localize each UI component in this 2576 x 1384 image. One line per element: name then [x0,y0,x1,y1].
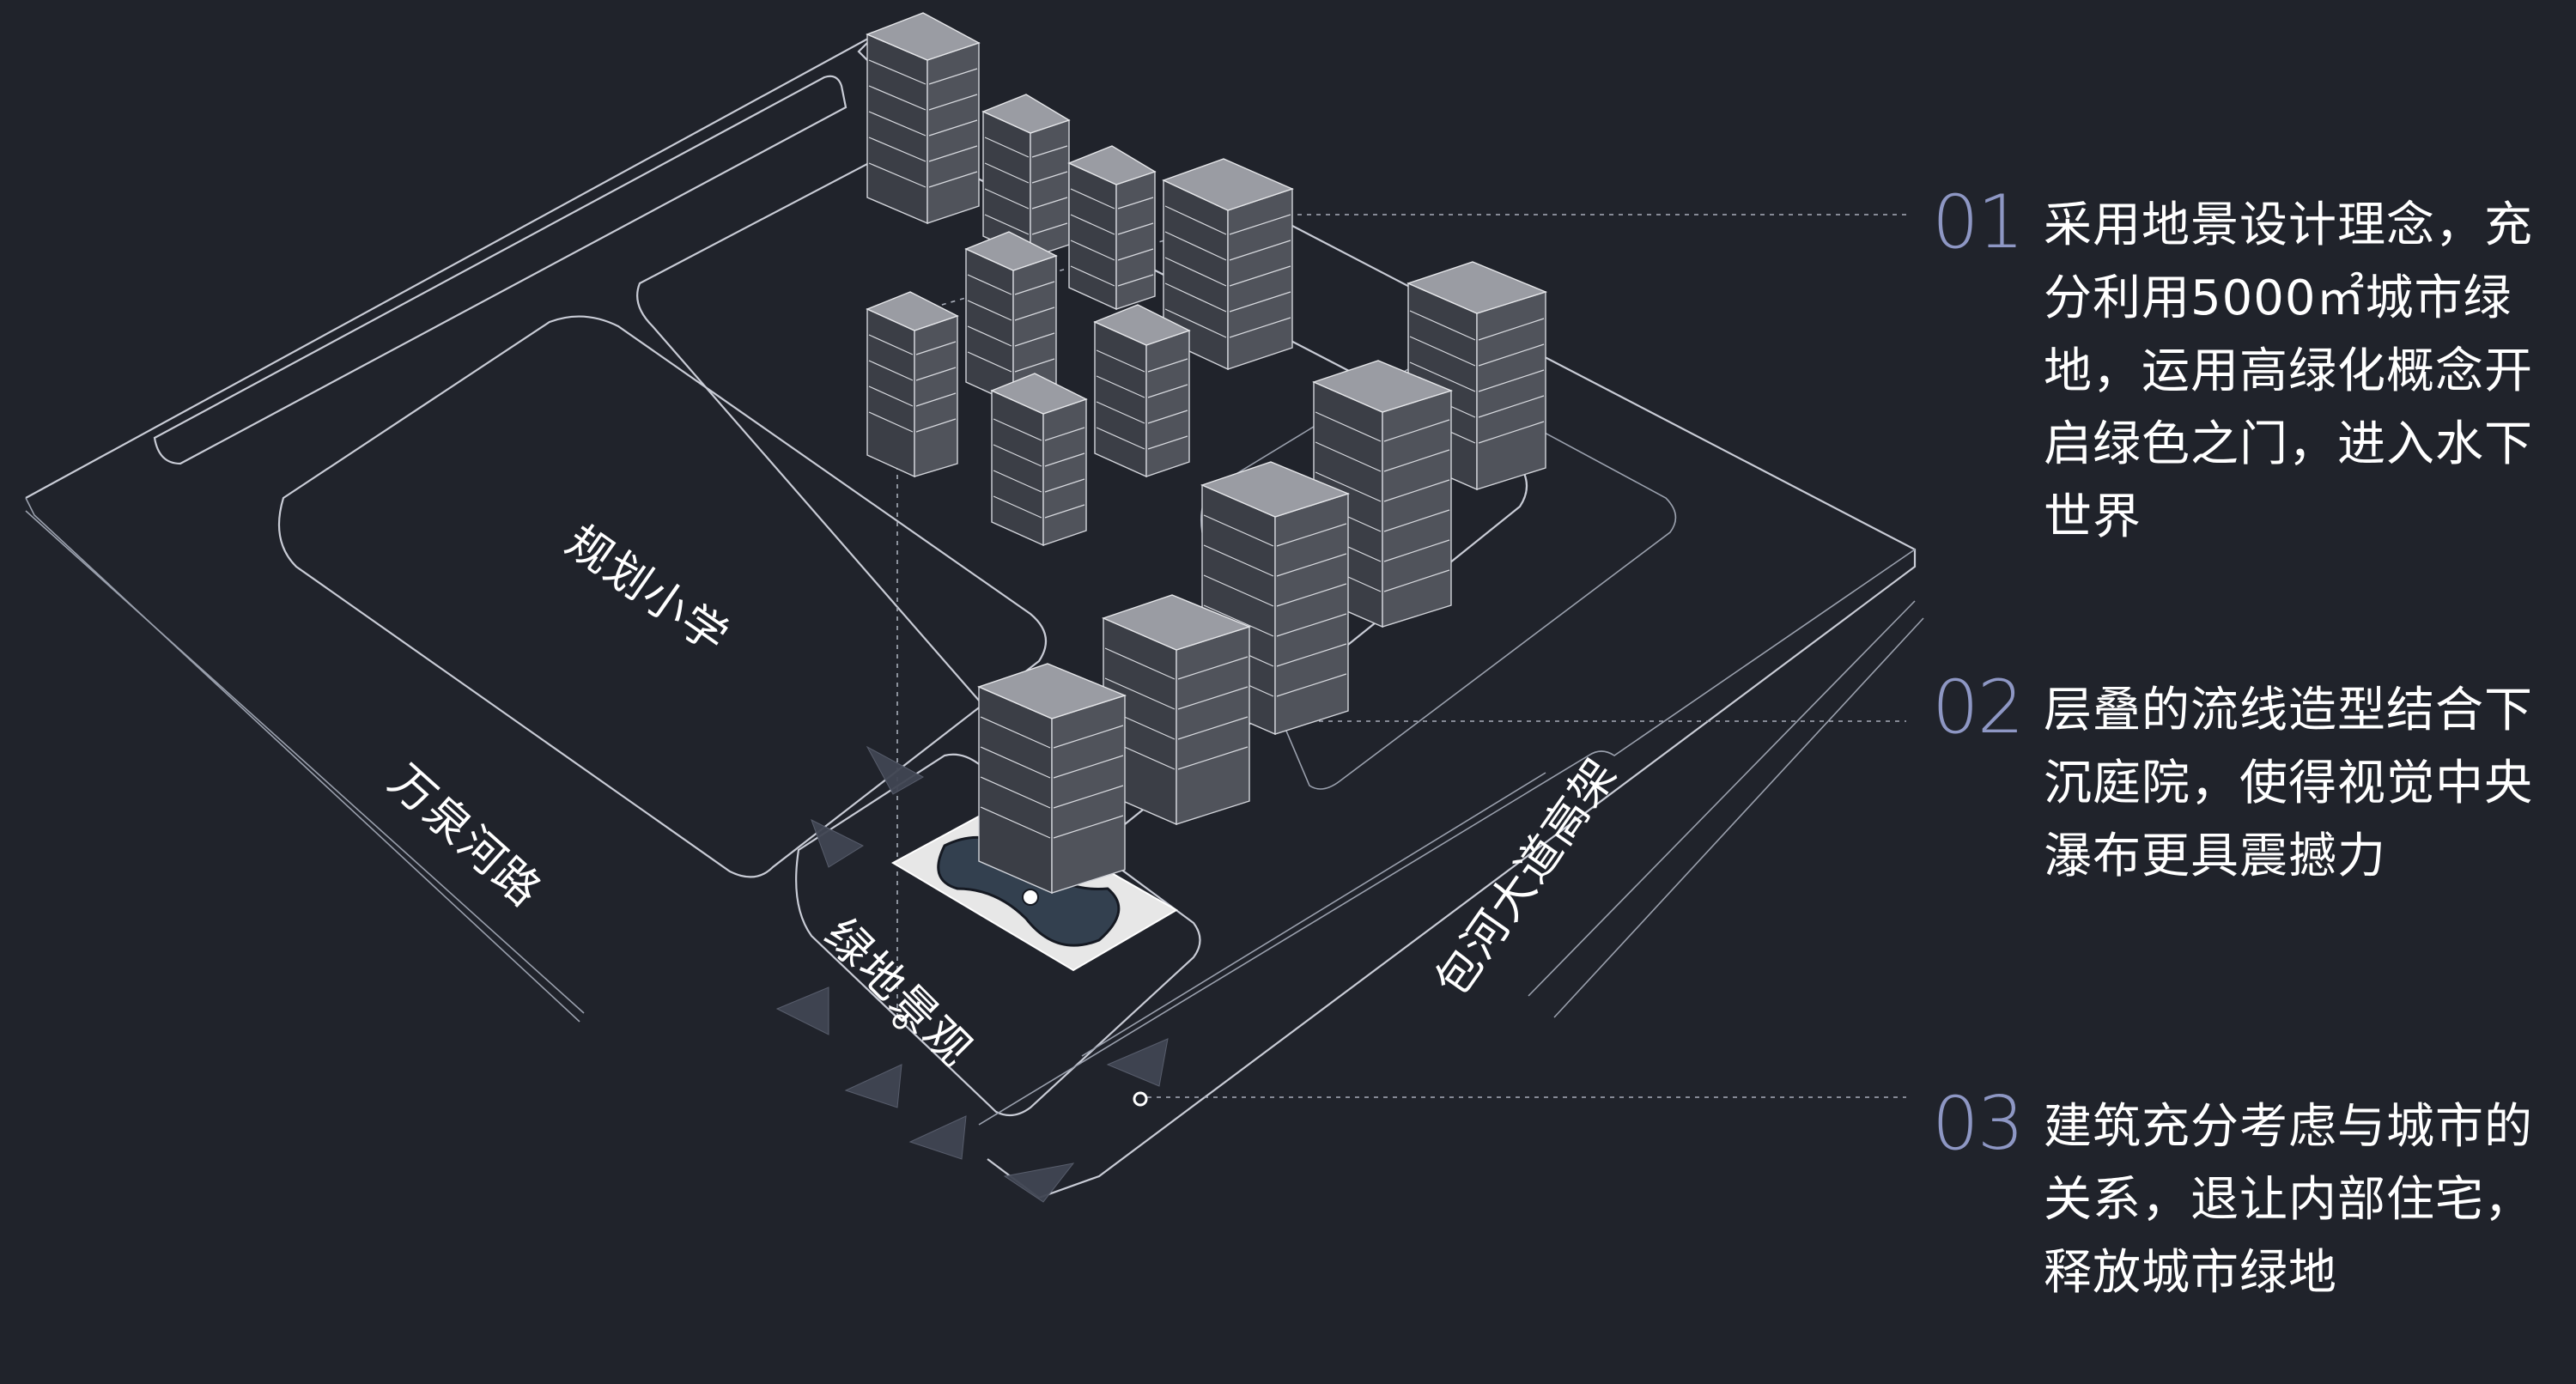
leader-lines [892,214,1906,1107]
tower-4 [1162,158,1294,371]
note-03: 03 建筑充分考虑与城市的关系，退让内部住宅，释放城市绿地 [1932,1081,2550,1309]
note-text: 建筑充分考虑与城市的关系，退让内部住宅，释放城市绿地 [2044,1099,2533,1301]
tower-13 [977,663,1127,895]
tower-12 [1102,594,1252,826]
site-boundary [25,33,1924,1199]
note-number: 03 [1932,1081,2024,1167]
tower-2 [981,94,1071,259]
note-02: 02 层叠的流线造型结合下沉庭院，使得视觉中央瀑布更具震撼力 [1932,665,2550,893]
tower-6 [964,231,1058,405]
tower-5 [866,291,959,478]
note-number: 02 [1932,665,2024,750]
tower-8 [1093,304,1191,478]
tower-3 [1067,145,1157,311]
note-number: 01 [1932,179,2024,265]
note-01: 01 采用地景设计理念，充分利用5000㎡城市绿地，运用高绿化概念开启绿色之门，… [1932,185,2550,554]
note-text: 采用地景设计理念，充分利用5000㎡城市绿地，运用高绿化概念开启绿色之门，进入水… [2044,197,2533,545]
residential-towers [866,12,1548,895]
note-text: 层叠的流线造型结合下沉庭院，使得视觉中央瀑布更具震撼力 [2044,683,2533,884]
tower-1 [866,12,981,225]
tower-7 [990,373,1088,547]
green-arrows [775,745,1169,1203]
